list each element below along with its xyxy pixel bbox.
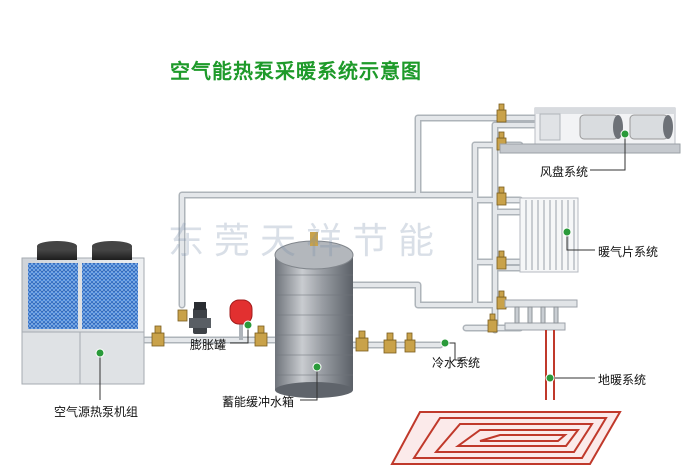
watermark-text: 东莞天祥节能 (168, 221, 445, 262)
diagram-title: 空气能热泵采暖系统示意图 (170, 59, 422, 83)
heat-pump-fan-right (92, 241, 132, 260)
floor-heating-coil (390, 330, 622, 465)
valves (151, 103, 507, 354)
fan-coil-blower-left (579, 114, 623, 140)
label-cold-water: 冷水系统 (432, 356, 481, 370)
marker-cold-water (440, 338, 450, 348)
marker-radiator (562, 227, 572, 237)
expansion-tank (229, 299, 253, 340)
marker-floor-heating (545, 373, 555, 383)
fan-coil-unit (499, 107, 681, 154)
marker-fan-coil (620, 129, 630, 139)
marker-heat-pump (95, 348, 105, 358)
marker-buffer-tank (312, 362, 322, 372)
heat-pump-unit (21, 241, 145, 385)
label-leaders (99, 134, 626, 401)
label-buffer-tank: 蓄能缓冲水箱 (222, 395, 295, 409)
fan-coil-blower-right (629, 114, 673, 140)
label-heat-pump-unit: 空气源热泵机组 (54, 405, 139, 419)
label-radiator: 暖气片系统 (598, 245, 659, 259)
heat-pump-fan-left (37, 241, 77, 260)
label-fan-coil: 风盘系统 (540, 165, 589, 179)
label-floor-heating: 地暖系统 (598, 373, 647, 387)
marker-expansion-tank (243, 320, 253, 330)
floor-heating-manifold (504, 299, 578, 331)
component-markers (95, 129, 630, 383)
circulation-pump (189, 302, 211, 334)
label-expansion-tank: 膨胀罐 (190, 338, 227, 352)
